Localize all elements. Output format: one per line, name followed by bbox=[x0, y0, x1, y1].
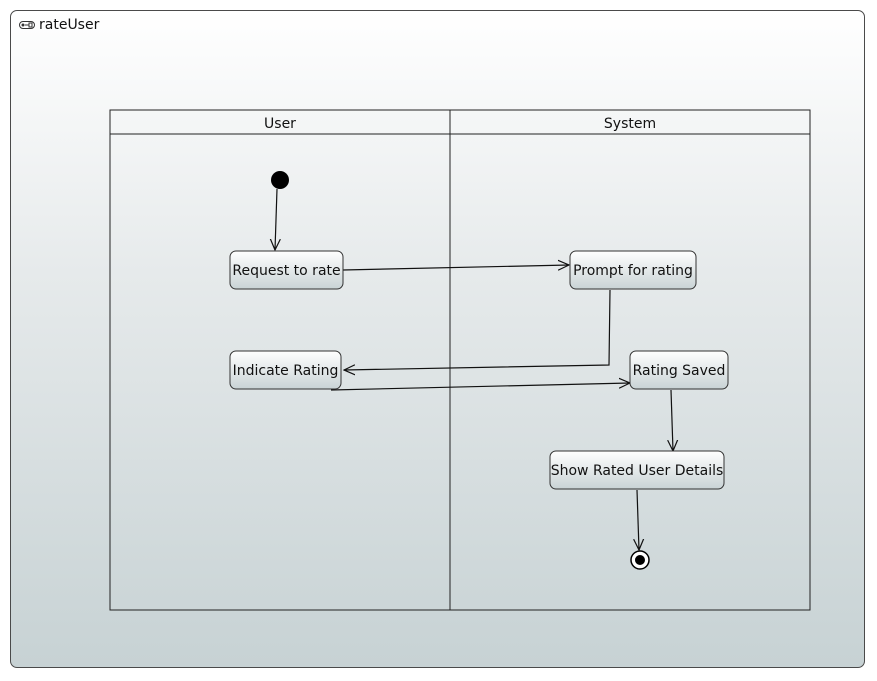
action-node-box[interactable] bbox=[569, 250, 697, 290]
flow-saved-to-show[interactable] bbox=[671, 389, 673, 451]
flow-request-to-prompt[interactable] bbox=[342, 265, 569, 270]
swimlane-border bbox=[109, 109, 811, 611]
final-node[interactable] bbox=[630, 550, 650, 570]
activity-diagram-icon bbox=[19, 21, 35, 29]
action-node-box[interactable] bbox=[229, 350, 342, 390]
action-rating-saved[interactable]: Rating Saved bbox=[629, 350, 729, 390]
action-node-box[interactable] bbox=[229, 250, 344, 290]
action-node-box[interactable] bbox=[629, 350, 729, 390]
action-node-label: Prompt for rating bbox=[573, 263, 693, 279]
action-node-box[interactable] bbox=[549, 450, 725, 490]
final-node-inner bbox=[635, 555, 645, 565]
action-prompt-for-rating[interactable]: Prompt for rating bbox=[569, 250, 697, 290]
action-node-label: Request to rate bbox=[232, 263, 340, 279]
swimlane-table: User System bbox=[109, 109, 811, 611]
activity-frame: rateUser bbox=[10, 10, 865, 668]
flow-prompt-to-indicate[interactable] bbox=[344, 289, 611, 370]
partition-user-label[interactable]: User bbox=[264, 116, 296, 132]
action-indicate-rating[interactable]: Indicate Rating bbox=[229, 350, 342, 390]
action-request-to-rate[interactable]: Request to rate bbox=[229, 250, 344, 290]
action-node-label: Indicate Rating bbox=[233, 363, 339, 379]
action-show-rated-user-details[interactable]: Show Rated User Details bbox=[549, 450, 725, 490]
frame-header: rateUser bbox=[19, 17, 99, 33]
frame-title: rateUser bbox=[39, 17, 100, 33]
initial-node[interactable] bbox=[271, 171, 289, 189]
partition-system-label[interactable]: System bbox=[604, 116, 656, 132]
flow-initial-to-request[interactable] bbox=[275, 188, 277, 250]
control-flows bbox=[275, 188, 673, 550]
flow-indicate-to-saved[interactable] bbox=[330, 383, 630, 391]
flow-show-to-final[interactable] bbox=[637, 489, 639, 550]
action-node-label: Show Rated User Details bbox=[551, 463, 724, 479]
action-node-label: Rating Saved bbox=[633, 363, 726, 379]
